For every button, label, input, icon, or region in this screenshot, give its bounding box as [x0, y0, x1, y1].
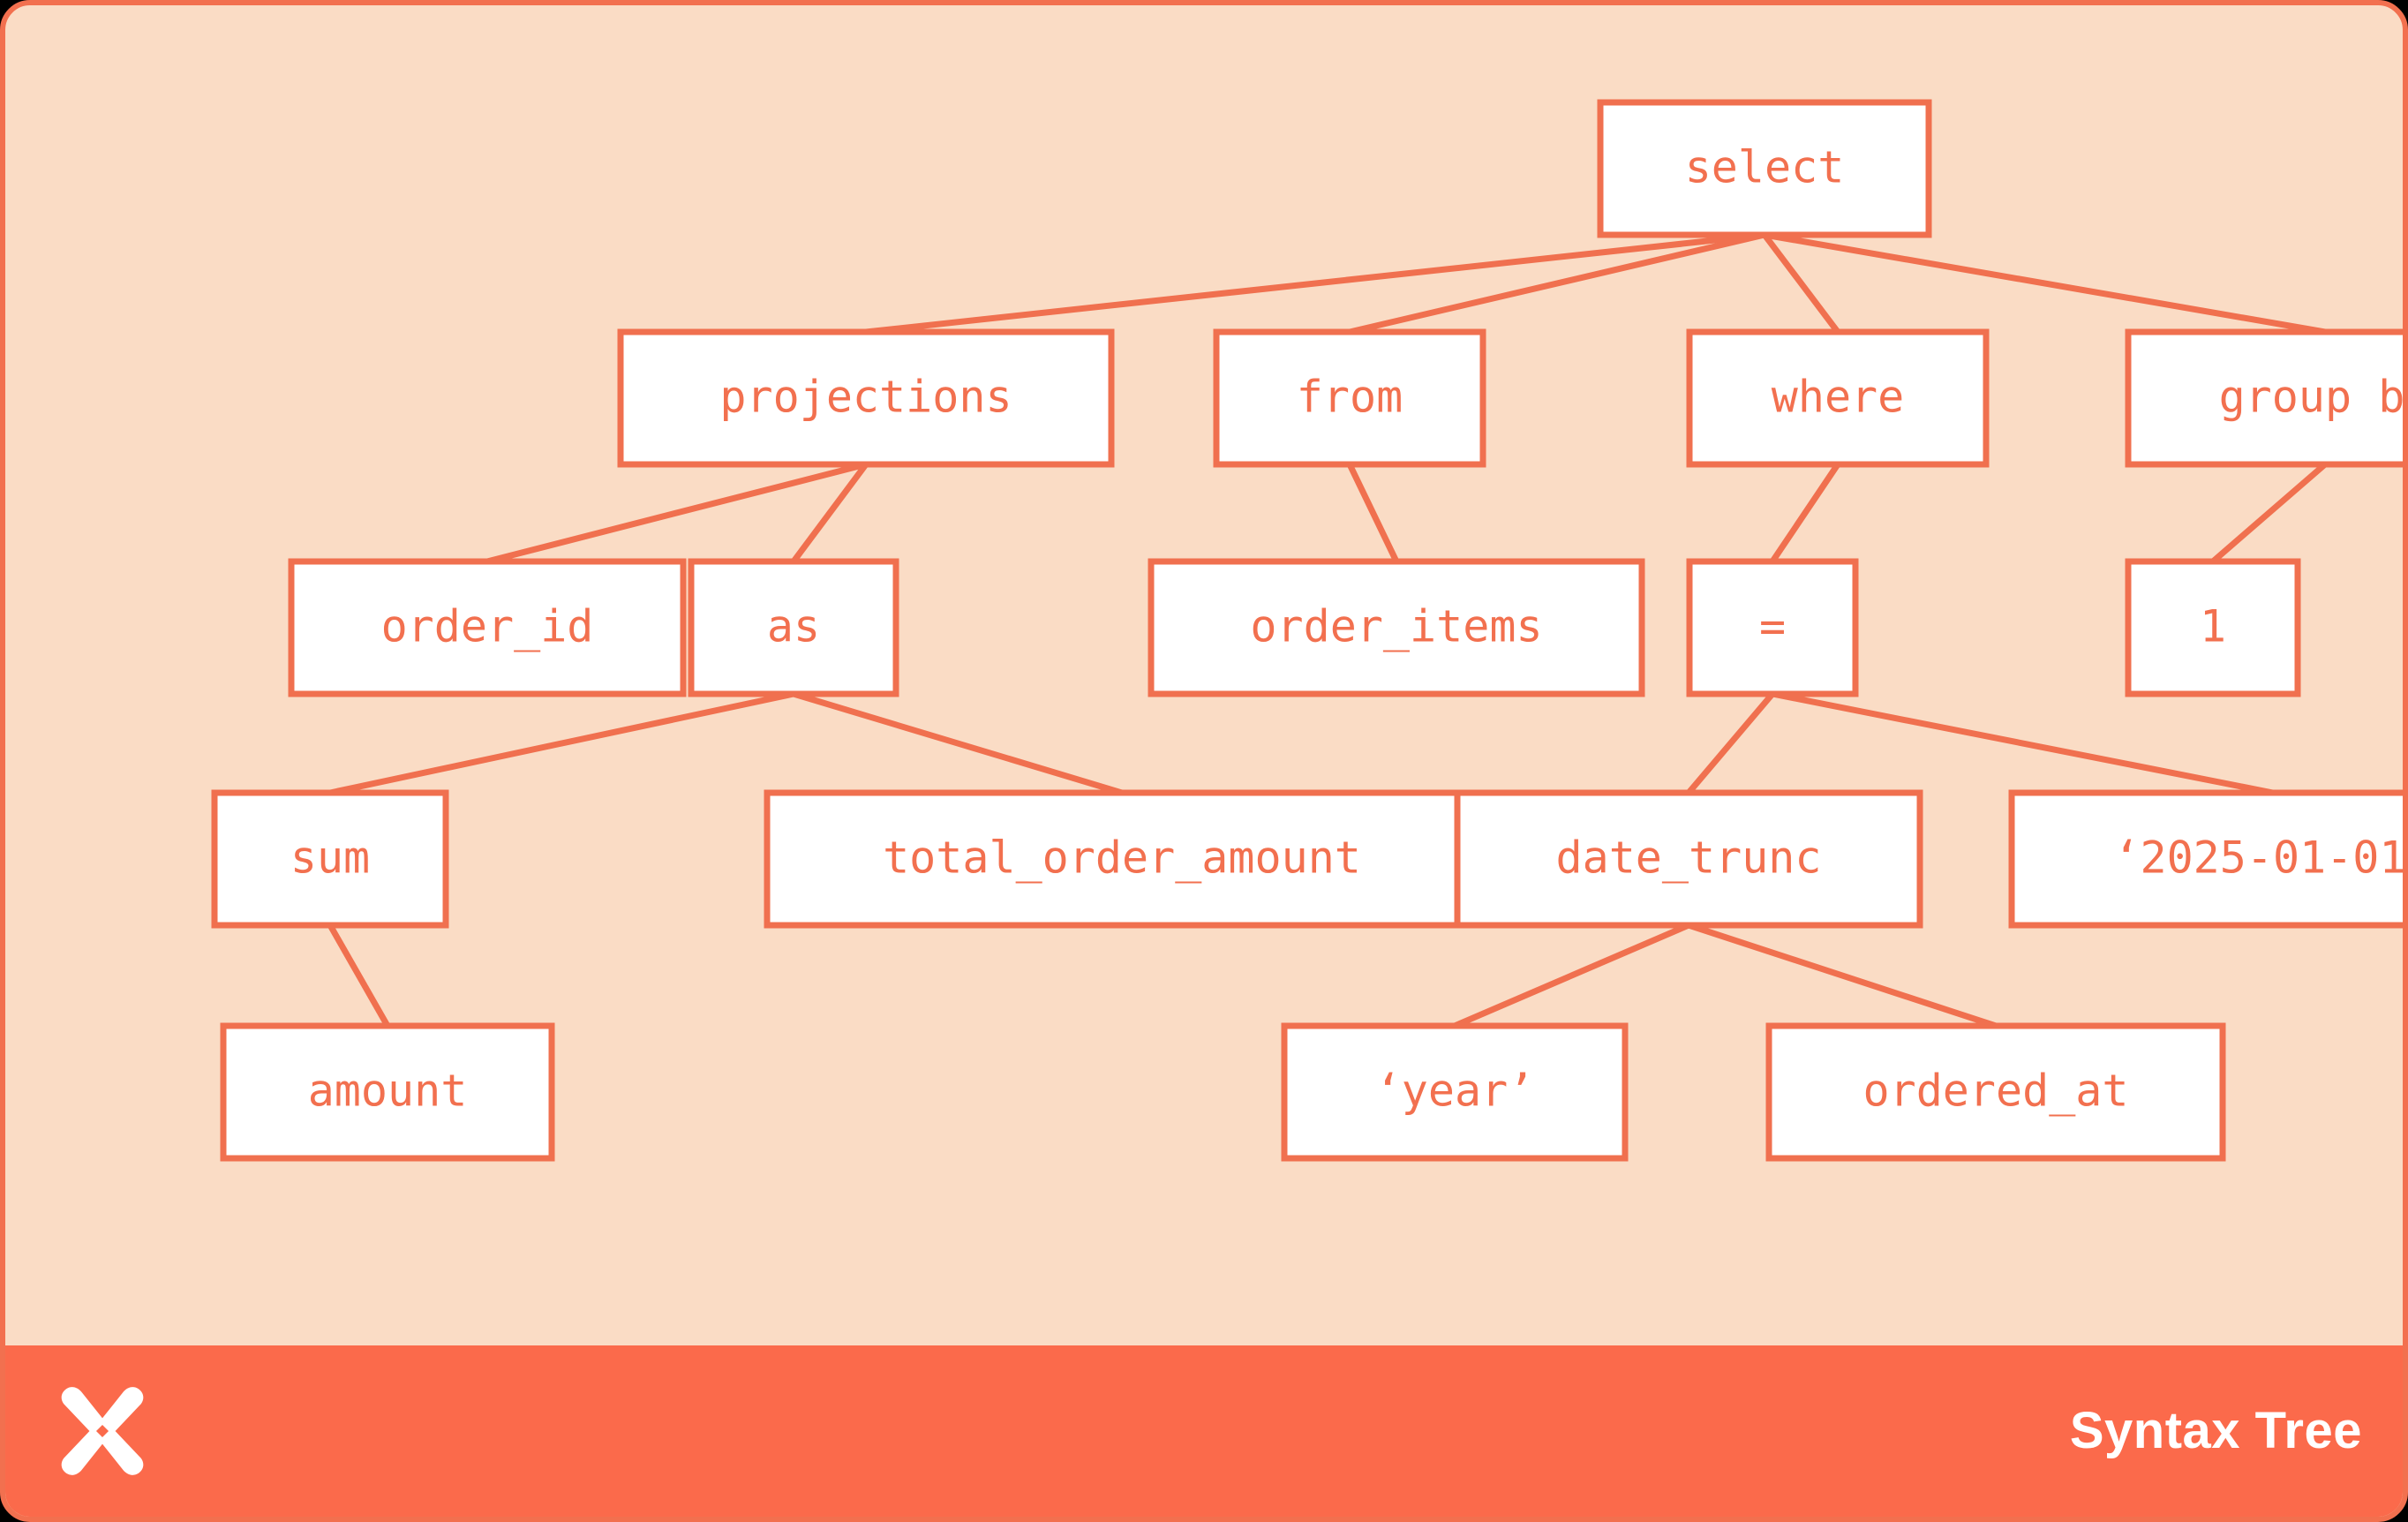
tree-edge [1453, 922, 1690, 1029]
footer-bar: Syntax Tree [5, 1345, 2403, 1517]
tree-node-box [1148, 558, 1645, 697]
footer-title: Syntax Tree [2069, 1402, 2362, 1459]
tree-node-label: order_items [1250, 601, 1542, 652]
tree-edge [1346, 463, 1400, 563]
tree-edge [1686, 691, 1775, 795]
tree-edge [1770, 463, 1840, 563]
brand-x-star-icon [55, 1383, 150, 1479]
tree-node-order_id[interactable]: order_id [288, 558, 687, 697]
tree-node-box [1765, 1022, 2226, 1162]
tree-nodes: select projections from where group by order_… [211, 99, 2408, 1162]
tree-edge [792, 690, 1124, 796]
tree-edge [327, 923, 391, 1028]
tree-node-projections[interactable]: projections [617, 328, 1115, 468]
tree-edge [1772, 690, 2274, 796]
tree-node-box [2125, 328, 2403, 468]
tree-node-from[interactable]: from [1213, 328, 1486, 468]
tree-edge [329, 690, 794, 796]
tree-node-box [1686, 328, 1990, 468]
tree-node-where[interactable]: where [1686, 328, 1990, 468]
tree-node-order_items[interactable]: order_items [1148, 558, 1645, 697]
tree-node-group_by[interactable]: group by [2125, 328, 2408, 468]
tree-edge [2210, 462, 2328, 564]
tree-node-box [1686, 558, 1859, 697]
tree-node-box [2008, 789, 2403, 929]
tree-node-label: projections [719, 372, 1012, 423]
tree-node-box [211, 789, 449, 929]
tree-node-box [2125, 558, 2301, 697]
tree-node-label: = [1759, 601, 1786, 652]
tree-node-box [1454, 789, 1923, 929]
tree-edge [1764, 231, 2326, 335]
tree-edge [865, 231, 1765, 335]
tree-node-box [220, 1022, 555, 1162]
tree-node-label: date_trunc [1555, 833, 1821, 884]
tree-edge [1687, 922, 1998, 1029]
tree-node-label: where [1772, 372, 1905, 423]
tree-edges [327, 231, 2328, 1029]
tree-node-label: ‘year’ [1375, 1066, 1535, 1117]
tree-edge [486, 461, 867, 565]
tree-node-as[interactable]: as [688, 558, 899, 697]
tree-node-box [1281, 1022, 1629, 1162]
tree-node-label: select [1685, 142, 1845, 193]
tree-node-label: total_order_amount [883, 833, 1361, 884]
tree-node-label: amount [308, 1066, 468, 1117]
tree-node-label: from [1297, 372, 1403, 423]
tree-node-amount[interactable]: amount [220, 1022, 555, 1162]
tree-node-year_literal[interactable]: ‘year’ [1281, 1022, 1629, 1162]
tree-edge [1762, 232, 1840, 335]
tree-node-label: ‘2025-01-01’ [2113, 833, 2408, 884]
tree-node-label: group by [2219, 372, 2408, 423]
tree-node-date_literal[interactable]: ‘2025-01-01’ [2008, 789, 2408, 929]
tree-node-total_order_amount[interactable]: total_order_amount [764, 789, 1480, 929]
tree-edge [791, 462, 869, 564]
tree-node-ordered_at[interactable]: ordered_at [1765, 1022, 2226, 1162]
tree-node-date_trunc[interactable]: date_trunc [1454, 789, 1923, 929]
tree-node-box [764, 789, 1480, 929]
tree-node-one[interactable]: 1 [2125, 558, 2301, 697]
tree-node-label: order_id [381, 601, 594, 652]
tree-node-label: as [767, 601, 820, 652]
tree-node-box [1213, 328, 1486, 468]
tree-node-label: sum [290, 833, 370, 884]
tree-node-label: 1 [2200, 601, 2226, 652]
tree-canvas: select projections from where group by order_… [5, 5, 2408, 1356]
tree-node-eq[interactable]: = [1686, 558, 1859, 697]
tree-node-sum[interactable]: sum [211, 789, 449, 929]
tree-node-box [1597, 99, 1932, 238]
tree-node-box [617, 328, 1115, 468]
tree-node-label: ordered_at [1862, 1066, 2128, 1117]
tree-node-box [288, 558, 687, 697]
syntax-tree-graphic: select projections from where group by order_… [211, 99, 2408, 1162]
tree-node-box [688, 558, 899, 697]
tree-edge [1349, 231, 1765, 335]
tree-node-select[interactable]: select [1597, 99, 1932, 238]
